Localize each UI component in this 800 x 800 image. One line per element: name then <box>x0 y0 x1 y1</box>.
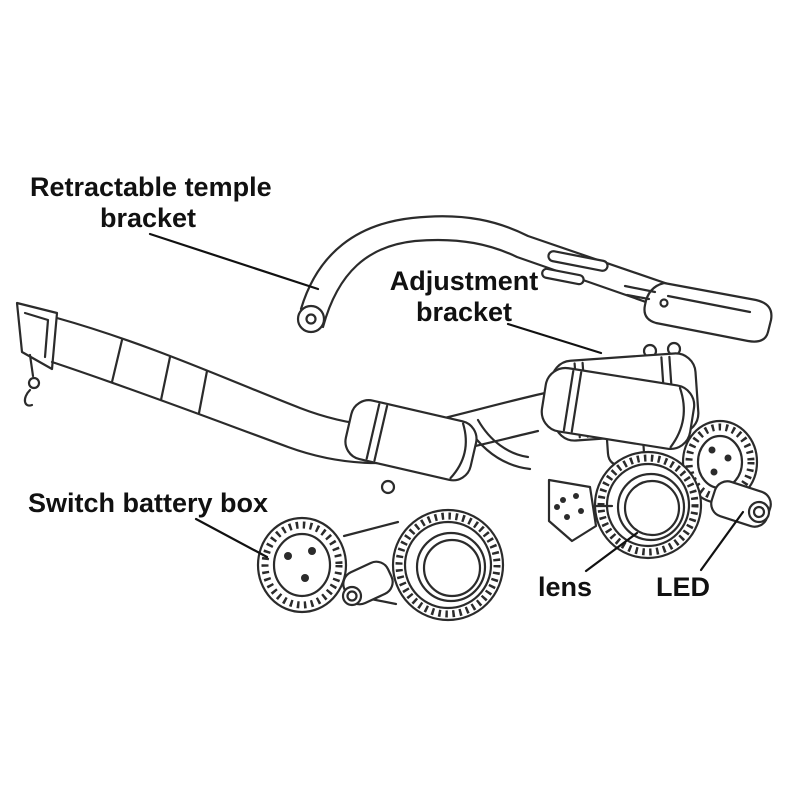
label-text: bracket <box>415 297 513 327</box>
label-switch-battery-box: Switch battery box <box>28 488 268 519</box>
label-text: Adjustment <box>389 266 539 296</box>
left-led-drawing <box>341 560 394 607</box>
leader-retractable-temple-bracket <box>148 232 320 291</box>
label-text: bracket <box>99 203 197 233</box>
leader-switch-battery-box <box>194 517 269 559</box>
left-loupe-drawing <box>256 399 505 622</box>
led-plate-drawing <box>547 478 614 543</box>
leader-led <box>699 510 745 572</box>
temple-arm-drawing <box>296 215 773 359</box>
label-text: Retractable temple <box>30 172 272 202</box>
frame-band-drawing <box>15 301 547 465</box>
label-retractable-temple-bracket: Retractable temple bracket <box>30 172 272 234</box>
label-text: Switch battery box <box>28 488 269 518</box>
left-mount-drawing <box>344 399 478 482</box>
label-text: LED <box>656 572 710 602</box>
right-led-drawing <box>710 480 772 528</box>
label-lens: lens <box>538 572 592 603</box>
label-text: lens <box>538 572 593 602</box>
label-adjustment-bracket: Adjustment bracket <box>388 266 540 328</box>
left-lens-drawing <box>391 508 505 622</box>
leader-lens <box>584 531 639 573</box>
leader-adjustment-bracket <box>506 322 603 355</box>
right-lens-drawing <box>593 450 703 560</box>
right-loupe-drawing <box>540 366 772 560</box>
switch-battery-box-drawing <box>256 516 348 614</box>
leader-lines <box>148 232 745 573</box>
right-mount-drawing <box>540 366 696 451</box>
right-knob-drawing <box>681 419 759 505</box>
label-led: LED <box>656 572 710 603</box>
